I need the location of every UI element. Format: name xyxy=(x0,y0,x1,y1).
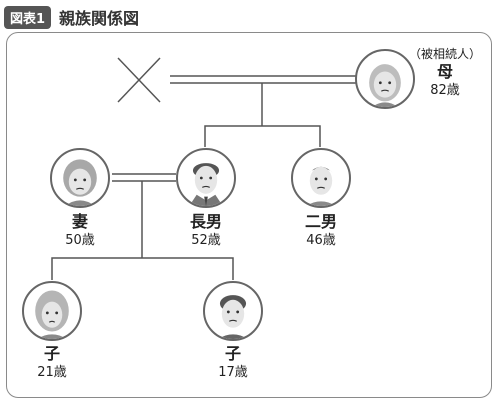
diagram-frame xyxy=(6,32,492,398)
avatar-child-2 xyxy=(203,281,263,341)
avatar-mother xyxy=(355,49,415,109)
wife-relation: 妻 xyxy=(71,212,88,231)
person-face-icon xyxy=(369,64,401,107)
descent-line-eldest xyxy=(51,181,234,280)
avatar-second-son xyxy=(291,148,351,208)
mother-relation: 母 xyxy=(436,62,453,81)
eldest-age: 52歳 xyxy=(191,233,221,248)
mother-age: 82歳 xyxy=(430,83,460,98)
descent-line-parents xyxy=(204,83,321,147)
mother-note: （被相続人） xyxy=(408,47,481,61)
figure-badge: 図表1 xyxy=(4,5,52,29)
label-child-1: 子 21歳 xyxy=(7,344,97,382)
marriage-line-parents xyxy=(170,75,356,84)
child1-relation: 子 xyxy=(43,344,60,363)
figure-title: 親族関係図 xyxy=(59,9,140,28)
child2-relation: 子 xyxy=(224,344,241,363)
person-face-icon xyxy=(218,295,248,339)
child2-age: 17歳 xyxy=(218,365,248,380)
marriage-line-eldest xyxy=(112,173,176,182)
x-mark-icon xyxy=(117,57,161,103)
person-face-icon xyxy=(35,290,69,339)
label-second-son: 二男 46歳 xyxy=(276,212,366,250)
label-eldest-son: 長男 52歳 xyxy=(161,212,251,250)
wife-age: 50歳 xyxy=(65,233,95,248)
person-face-icon xyxy=(189,163,223,206)
eldest-relation: 長男 xyxy=(189,212,222,231)
label-child-2: 子 17歳 xyxy=(188,344,278,382)
avatar-wife xyxy=(50,148,110,208)
second-relation: 二男 xyxy=(304,212,337,231)
avatar-eldest-son xyxy=(176,148,236,208)
label-mother: （被相続人） 母 82歳 xyxy=(395,46,495,100)
figure-header: 図表1 親族関係図 xyxy=(4,5,140,29)
person-face-icon xyxy=(63,159,97,206)
child1-age: 21歳 xyxy=(37,365,67,380)
avatar-child-1 xyxy=(22,281,82,341)
label-wife: 妻 50歳 xyxy=(35,212,125,250)
second-age: 46歳 xyxy=(306,233,336,248)
person-face-icon xyxy=(306,166,336,206)
